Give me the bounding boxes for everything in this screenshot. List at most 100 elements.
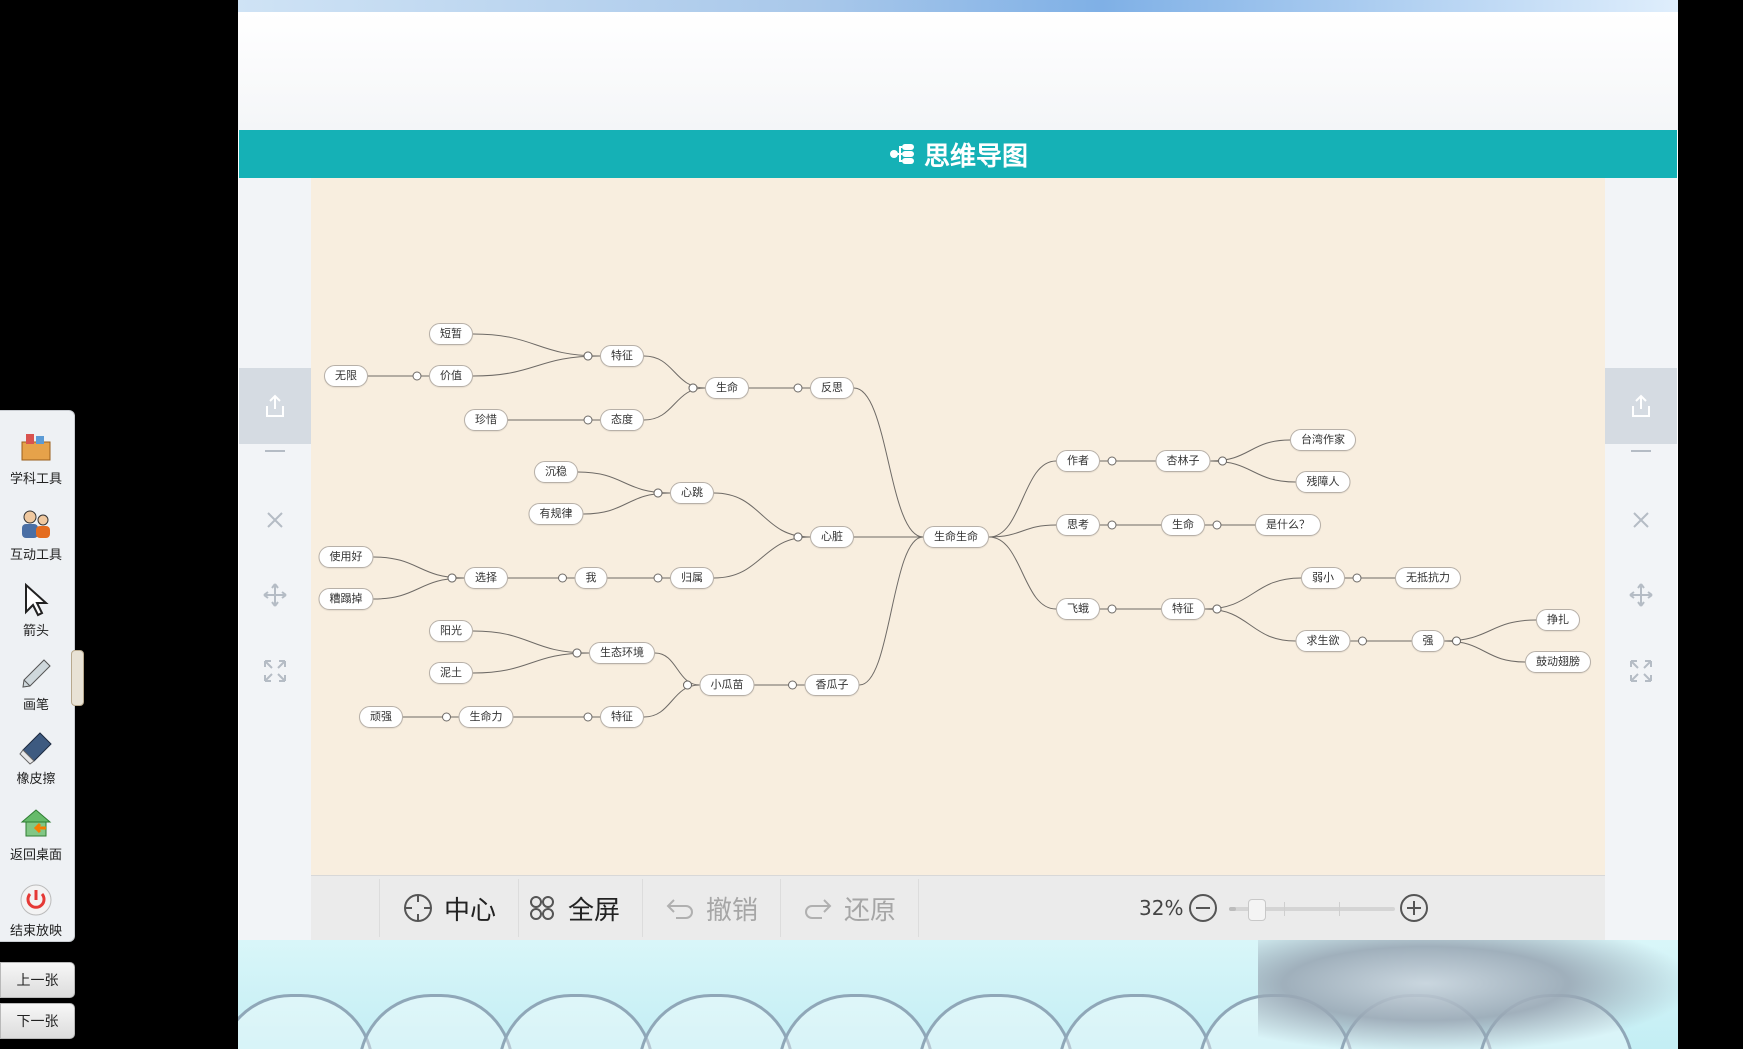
mind-map-node[interactable]: 选择 <box>464 567 508 589</box>
collapse-toggle[interactable] <box>683 680 692 690</box>
mind-map-node[interactable]: 特征 <box>600 345 644 367</box>
mind-map-node[interactable]: 香瓜子 <box>804 674 860 696</box>
zoom-out-button[interactable] <box>1188 893 1218 923</box>
subject-tools-button[interactable]: 学科工具 <box>0 415 72 487</box>
zoom-slider-handle[interactable] <box>1248 899 1266 921</box>
move-button-right[interactable] <box>1605 575 1677 615</box>
center-label: 中心 <box>444 895 497 926</box>
mind-map-node[interactable]: 归属 <box>670 567 714 589</box>
collapse-toggle[interactable] <box>583 351 593 361</box>
collapse-toggle[interactable] <box>412 371 422 381</box>
collapse-toggle[interactable] <box>688 383 698 393</box>
mind-map-node[interactable]: 弱小 <box>1301 567 1345 589</box>
prev-slide-button[interactable]: 上一张 <box>0 962 75 998</box>
end-show-button[interactable]: 结束放映 <box>0 867 72 939</box>
collapse-toggle[interactable] <box>1452 636 1461 646</box>
return-desktop-button[interactable]: 返回桌面 <box>0 791 72 863</box>
mind-map-node[interactable]: 使用好 <box>318 546 374 568</box>
mind-map-node[interactable]: 阳光 <box>429 620 473 642</box>
eraser-tool-button[interactable]: 橡皮擦 <box>0 715 72 787</box>
share-button-right[interactable] <box>1605 368 1677 444</box>
arrow-tool-button[interactable]: 箭头 <box>0 567 72 639</box>
collapse-toggle[interactable] <box>442 712 451 722</box>
mind-map-node[interactable]: 生命力 <box>458 706 514 728</box>
panel-collapse-handle[interactable] <box>71 650 84 706</box>
collapse-toggle[interactable] <box>1358 636 1367 646</box>
mind-map-node[interactable]: 是什么？ <box>1255 514 1321 536</box>
mind-map-node[interactable]: 特征 <box>1161 598 1205 620</box>
mind-map-node[interactable]: 顽强 <box>359 706 403 728</box>
next-slide-label: 下一张 <box>16 1014 59 1030</box>
mind-map-node[interactable]: 小瓜苗 <box>699 674 755 696</box>
collapse-toggle[interactable] <box>1107 456 1117 466</box>
collapse-toggle[interactable] <box>1352 573 1362 583</box>
mind-map-node[interactable]: 无限 <box>324 365 368 387</box>
collapse-toggle[interactable] <box>558 573 567 583</box>
mind-map-node[interactable]: 鼓动翅膀 <box>1525 651 1591 673</box>
share-button-left[interactable] <box>239 368 311 444</box>
fullscreen-button[interactable]: 全屏 <box>504 879 644 937</box>
zoom-in-button[interactable] <box>1399 893 1429 923</box>
center-button[interactable]: 中心 <box>379 879 520 937</box>
mind-map-node[interactable]: 我 <box>574 567 608 589</box>
minimize-button-left[interactable] <box>239 431 311 471</box>
mind-map-node[interactable]: 态度 <box>600 409 644 431</box>
collapse-toggle[interactable] <box>793 383 803 393</box>
collapse-toggle[interactable] <box>1212 604 1222 614</box>
collapse-toggle[interactable] <box>583 415 593 425</box>
collapse-toggle[interactable] <box>793 532 803 542</box>
undo-button[interactable]: 撤销 <box>642 879 782 937</box>
mind-map-node[interactable]: 强 <box>1411 630 1445 652</box>
collapse-toggle[interactable] <box>1107 604 1117 614</box>
pen-tool-button[interactable]: 画笔 <box>0 641 72 713</box>
mind-map-node[interactable]: 价值 <box>429 365 473 387</box>
mind-map-node[interactable]: 无抵抗力 <box>1395 567 1461 589</box>
expand-button-left[interactable] <box>239 651 311 691</box>
mind-map-node[interactable]: 台湾作家 <box>1290 429 1356 451</box>
redo-button[interactable]: 还原 <box>780 879 920 937</box>
close-button-right[interactable] <box>1605 500 1677 540</box>
connector-line <box>988 536 1057 610</box>
next-slide-button[interactable]: 下一张 <box>0 1003 75 1039</box>
mind-map-node[interactable]: 泥土 <box>429 662 473 684</box>
mind-map-node[interactable]: 沉稳 <box>534 461 578 483</box>
mind-map-node[interactable]: 生态环境 <box>589 642 655 664</box>
collapse-toggle[interactable] <box>1107 520 1117 530</box>
mind-map-connectors <box>368 333 1537 722</box>
close-button-left[interactable] <box>239 500 311 540</box>
mind-map-node[interactable]: 生命 <box>705 377 749 399</box>
mind-map-node[interactable]: 求生欲 <box>1295 630 1351 652</box>
mind-map-node[interactable]: 杏林子 <box>1155 450 1211 472</box>
mind-map-node[interactable]: 心脏 <box>810 526 854 548</box>
mind-map-node[interactable]: 思考 <box>1056 514 1100 536</box>
move-button-left[interactable] <box>239 575 311 615</box>
collapse-toggle[interactable] <box>572 648 582 658</box>
mind-map-center-node[interactable]: 生命生命 <box>923 526 989 548</box>
collapse-toggle[interactable] <box>653 488 663 498</box>
minimize-button-right[interactable] <box>1605 431 1677 471</box>
collapse-toggle[interactable] <box>788 680 797 690</box>
mind-map-node[interactable]: 短暂 <box>429 323 473 345</box>
mind-map-node[interactable]: 飞蛾 <box>1056 598 1100 620</box>
mind-map-node[interactable]: 特征 <box>600 706 644 728</box>
arrow-tool-label: 箭头 <box>22 624 49 639</box>
expand-button-right[interactable] <box>1605 651 1677 691</box>
mind-map-node[interactable]: 有规律 <box>528 503 584 525</box>
mind-map-node[interactable]: 珍惜 <box>464 409 508 431</box>
mind-map-node[interactable]: 反思 <box>810 377 854 399</box>
mind-map-node[interactable]: 挣扎 <box>1536 609 1580 631</box>
collapse-toggle[interactable] <box>583 712 593 722</box>
collapse-toggle[interactable] <box>1218 456 1227 466</box>
collapse-toggle[interactable] <box>1212 520 1222 530</box>
cursor-arrow-icon <box>25 582 49 617</box>
mind-map-node[interactable]: 生命 <box>1161 514 1205 536</box>
mind-map-canvas[interactable]: 生命生命反思生命特征态度短暂价值无限珍惜心脏心跳归属沉稳有规律我选择使用好糟蹋掉… <box>311 178 1605 875</box>
mind-map-node[interactable]: 糟蹋掉 <box>318 588 374 610</box>
mind-map-node[interactable]: 作者 <box>1056 450 1100 472</box>
zoom-slider[interactable] <box>1229 899 1395 921</box>
collapse-toggle[interactable] <box>447 573 457 583</box>
mind-map-node[interactable]: 心跳 <box>670 482 714 504</box>
collapse-toggle[interactable] <box>653 573 663 583</box>
interactive-tools-button[interactable]: 互动工具 <box>0 491 72 563</box>
mind-map-node[interactable]: 残障人 <box>1295 471 1351 493</box>
